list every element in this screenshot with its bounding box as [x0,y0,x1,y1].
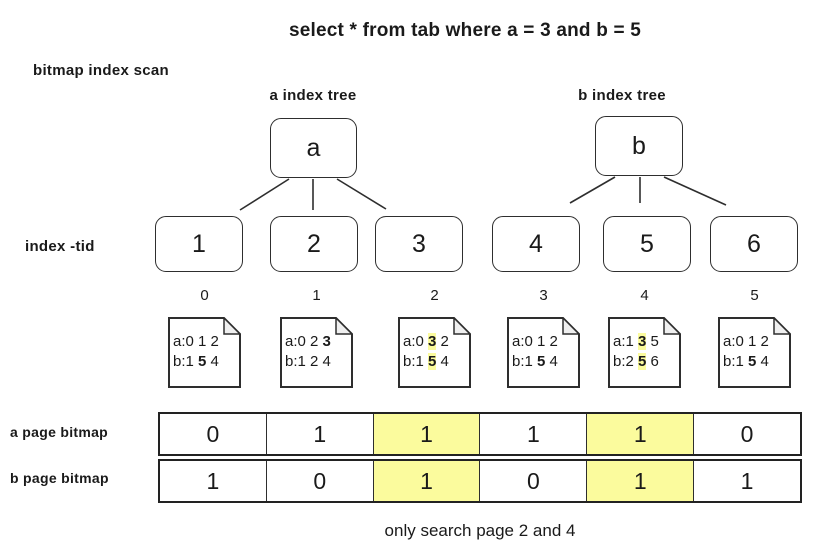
index-tid-label: index -tid [25,238,95,255]
bitmap-cell: 1 [586,461,694,501]
page-doc: a:0 3 2 b:1 5 4 [398,317,471,388]
page-doc-text: a:0 2 3 b:1 2 4 [285,332,331,372]
page-doc: a:0 1 2 b:1 5 4 [168,317,241,388]
page-doc: a:0 1 2 b:1 5 4 [507,317,580,388]
bitmap-cell: 0 [479,461,586,501]
b-page-bitmap-label: b page bitmap [10,470,109,486]
doc-line: a:1 3 5 [613,333,659,350]
bitmap-cell: 1 [206,467,220,494]
page-doc: a:1 3 5 b:2 5 6 [608,317,681,388]
index-tid-node: 1 [155,216,243,272]
page-number: 4 [640,287,649,304]
doc-line: a:0 2 3 [285,333,331,350]
page-number: 0 [200,287,209,304]
page-doc-text: a:0 3 2 b:1 5 4 [403,332,449,372]
page-number: 5 [750,287,759,304]
page-doc-text: a:0 1 2 b:1 5 4 [173,332,219,372]
bitmap-cell: 1 [265,414,373,454]
index-tid-node: 2 [270,216,358,272]
doc-line: a:0 1 2 [512,333,558,350]
bitmap-cell: 1 [372,461,480,501]
page-number: 3 [539,287,548,304]
page-doc: a:0 1 2 b:1 5 4 [718,317,791,388]
doc-line: b:1 5 4 [403,353,449,370]
bitmap-cell: 1 [372,414,480,454]
a-page-bitmap-label: a page bitmap [10,424,109,440]
bitmap-cell: 0 [693,414,800,454]
footer-note: only search page 2 and 4 [384,521,576,540]
document-icon [718,317,791,388]
doc-line: b:1 2 4 [285,353,331,370]
doc-line: a:0 1 2 [173,333,219,350]
a-index-tree-label: a index tree [269,87,357,104]
document-icon [608,317,681,388]
bitmap-cell: 0 [206,420,220,447]
page-number: 1 [312,287,321,304]
doc-line: b:1 5 4 [173,353,219,370]
bitmap-index-scan-label: bitmap index scan [33,62,169,79]
b-index-tree-label: b index tree [578,87,666,104]
doc-line: b:2 5 6 [613,353,659,370]
page-doc: a:0 2 3 b:1 2 4 [280,317,353,388]
index-tid-node: 3 [375,216,463,272]
index-tid-node: 4 [492,216,580,272]
page-number: 2 [430,287,439,304]
page-doc-text: a:0 1 2 b:1 5 4 [512,332,558,372]
query-title: select * from tab where a = 3 and b = 5 [288,20,642,41]
document-icon [168,317,241,388]
bitmap-cell: 1 [479,414,586,454]
b-tree-root-node: b [595,116,683,176]
doc-line: a:0 3 2 [403,333,449,350]
doc-line: b:1 5 4 [512,353,558,370]
document-icon [280,317,353,388]
a-tree-root-node: a [270,118,357,178]
bitmap-cell: 0 [265,461,373,501]
doc-line: a:0 1 2 [723,333,769,350]
bitmap-cell: 1 [693,461,800,501]
document-icon [398,317,471,388]
page-doc-text: a:0 1 2 b:1 5 4 [723,332,769,372]
index-tid-node: 6 [710,216,798,272]
index-tid-node: 5 [603,216,691,272]
bitmap-cell: 1 [586,414,694,454]
doc-line: b:1 5 4 [723,353,769,370]
document-icon [507,317,580,388]
page-doc-text: a:1 3 5 b:2 5 6 [613,332,659,372]
